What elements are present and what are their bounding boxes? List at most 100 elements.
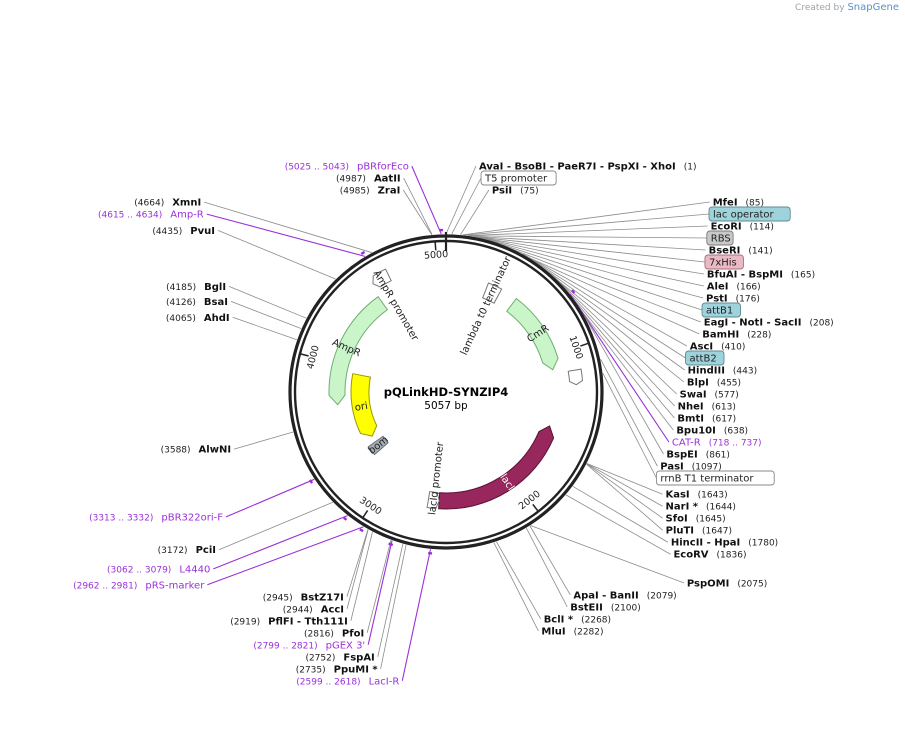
site-name: PluTI — [666, 526, 694, 537]
site-label: Bpu10I (638) — [676, 426, 748, 437]
site-name: AleI — [707, 282, 729, 293]
primer-label: (2962 .. 2981)pRS-marker — [73, 580, 205, 591]
feature-box — [655, 470, 775, 486]
site-name: PasI — [660, 462, 683, 473]
site-coord: (1643) — [698, 491, 728, 501]
site-coord: (208) — [809, 319, 833, 329]
feature-ampr — [328, 295, 389, 406]
primer-range: (3313 .. 3332) — [89, 513, 153, 523]
leader-line — [451, 177, 482, 235]
feature-amprprom — [372, 268, 392, 288]
site-label: (4987)AatII — [336, 174, 401, 185]
site-label: PstI(176) — [706, 294, 760, 305]
site-coord: (2816) — [304, 629, 334, 639]
feature-laciqprom — [426, 491, 440, 510]
leader-line — [529, 525, 571, 596]
feature-laci — [438, 425, 555, 510]
leader-line — [584, 315, 664, 455]
leader-line — [350, 531, 373, 621]
site-label: AscI(410) — [690, 342, 746, 353]
leader-line — [204, 201, 372, 253]
site-name: AatII — [374, 174, 401, 185]
primer-label: (5025 .. 5043) pBRforEco — [285, 162, 409, 173]
site-name: BclI * — [544, 614, 574, 625]
feature-box — [708, 206, 791, 222]
site-coord: (228) — [747, 331, 771, 341]
primer-mark — [343, 516, 348, 521]
site-label: EcoRI(114) — [711, 222, 774, 233]
primer-name: pBRforEco — [357, 162, 409, 173]
leader-line — [526, 527, 568, 608]
site-name: PsiI — [492, 186, 512, 197]
ruler-tick-label: 5000 — [424, 249, 449, 262]
leader-line — [493, 542, 539, 632]
site-name: BglI — [204, 282, 226, 293]
ruler-tick-label: 3000 — [357, 495, 383, 518]
site-coord: (861) — [706, 451, 730, 461]
site-name: EagI - NotI - SacII — [704, 318, 802, 329]
site-label: (4435)PvuI — [152, 226, 215, 237]
site-label: PluTI(1647) — [666, 526, 732, 537]
feature-label-ori: ori — [354, 401, 369, 414]
leader-line — [549, 272, 677, 395]
site-label: PspOMI (2075) — [687, 578, 767, 589]
leader-line — [586, 463, 663, 519]
leader-line — [479, 237, 704, 299]
site-label: SwaI(577) — [680, 390, 739, 401]
site-name: PpuMI * — [334, 664, 379, 675]
leader-line — [232, 316, 298, 341]
site-label: BmtI(617) — [677, 414, 736, 425]
ruler-tick-label: 2000 — [517, 489, 543, 512]
site-name: PflFI - Tth111I — [268, 616, 348, 627]
site-name: PspOMI — [687, 578, 729, 589]
primer-range: (2962 .. 2981) — [73, 581, 137, 591]
leader-line — [217, 230, 336, 280]
site-name: AccI — [321, 604, 344, 615]
primer-label: (3313 .. 3332)pBR322ori-F — [89, 512, 223, 523]
feature-label-bom: bom — [367, 434, 391, 456]
leader-line — [526, 255, 686, 359]
leader-line — [586, 463, 663, 531]
leader-line — [478, 236, 704, 287]
site-coord: (2075) — [737, 579, 767, 589]
site-label: ApaI - BanII(2079) — [573, 590, 676, 601]
site-name: MluI — [541, 626, 565, 637]
site-name: BseRI — [709, 246, 741, 257]
feature-box — [704, 254, 744, 270]
leader-line — [554, 277, 675, 407]
site-label: (4985)ZraI — [340, 186, 401, 197]
leader-line — [367, 540, 393, 645]
primer-range: (5025 .. 5043) — [285, 163, 349, 173]
site-name: ApaI - BanII — [573, 590, 638, 601]
feature-box — [480, 170, 557, 186]
box-label: lac operator — [713, 210, 774, 221]
primer-name: Amp-R — [170, 210, 204, 221]
site-name: PvuI — [190, 226, 215, 237]
site-label: BlpI(455) — [687, 378, 741, 389]
site-label: EcoRV(1836) — [673, 550, 746, 561]
site-label: HindIII(443) — [688, 366, 757, 377]
site-label: (3588)AlwNI — [161, 445, 231, 456]
feature-ori — [350, 373, 378, 437]
plasmid-size: 5057 bp — [424, 400, 468, 412]
site-coord: (613) — [712, 403, 736, 413]
site-name: PstI — [706, 294, 728, 305]
site-coord: (410) — [721, 343, 745, 353]
leader-line — [225, 478, 315, 518]
site-label: (4664)XmnI — [134, 198, 201, 209]
leader-lines — [204, 165, 710, 681]
feature-box — [706, 230, 734, 246]
leader-line — [402, 189, 433, 235]
site-label: (2735)PpuMI * — [296, 664, 379, 675]
box-label: rrnB T1 terminator — [660, 474, 754, 485]
primer-label: (3062 .. 3079)L4440 — [107, 564, 210, 575]
site-name: AhdI — [204, 313, 230, 324]
site-name: BsaI — [204, 297, 228, 308]
site-name: SfoI — [666, 514, 688, 525]
feature-box — [701, 302, 741, 318]
site-coord: (638) — [724, 427, 748, 437]
ruler-tick — [300, 353, 309, 357]
site-name: Bpu10I — [676, 426, 716, 437]
site-name: AvaI - BsoBI - PaeR7I - PspXI - XhoI — [479, 162, 676, 173]
site-coord: (2268) — [581, 615, 611, 625]
